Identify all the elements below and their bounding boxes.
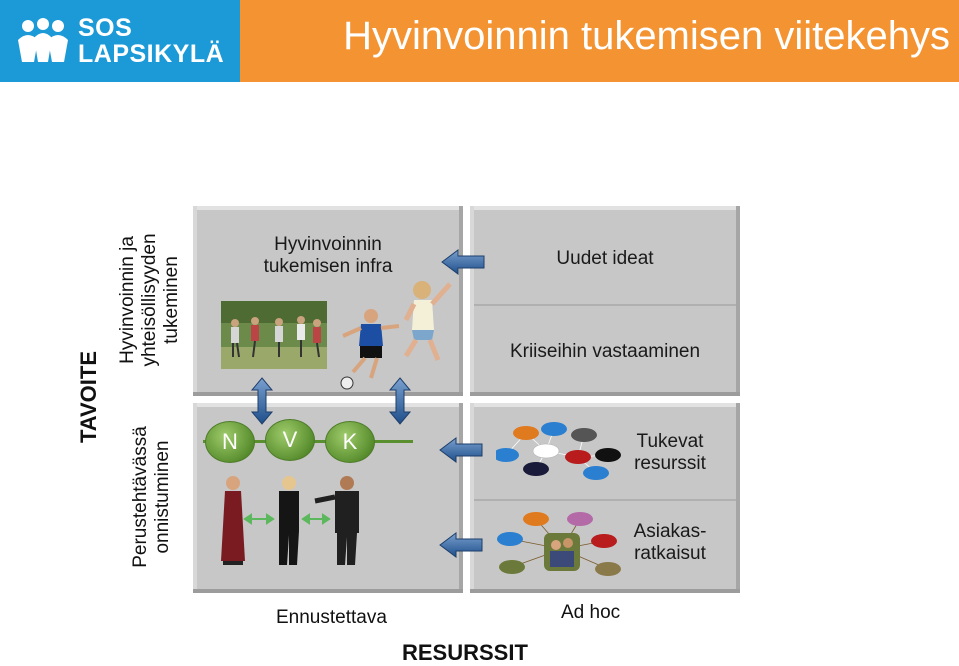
supporting-resources-label: Tukevat resurssit <box>634 431 706 474</box>
panel-bottom-left: N V K <box>193 403 463 593</box>
x-axis-right-label: Ad hoc <box>561 602 621 623</box>
circle-k: K <box>325 421 375 463</box>
arrow-vertical-right-icon <box>388 377 412 425</box>
children-photo-image <box>221 301 327 369</box>
logo-text-sos: SOS <box>78 14 133 42</box>
arrow-left-top-icon <box>441 249 485 275</box>
infra-title: Hyvinvoinnin tukemisen infra <box>263 234 393 277</box>
resource-network-top-image <box>496 422 621 480</box>
circle-v: V <box>265 419 315 461</box>
panel-top-left: Hyvinvoinnin tukemisen infra <box>193 206 463 396</box>
panel-top-right: Uudet ideat Kriiseihin vastaaminen <box>470 206 740 396</box>
person-woman-1 <box>221 476 245 565</box>
staff-people-image <box>221 476 359 565</box>
new-ideas-label: Uudet ideat <box>556 248 654 269</box>
person-woman-2 <box>279 476 299 565</box>
client-solutions-label: Asiakas-ratkaisut <box>633 521 707 564</box>
arrow-left-bottom-icon <box>439 532 483 558</box>
panel-divider-2 <box>474 499 736 501</box>
x-axis-label: RESURSSIT <box>402 640 528 665</box>
jumping-girl-image <box>403 281 452 361</box>
x-axis-left-label: Ennustettava <box>276 607 387 628</box>
logo-text-lapsikyla: LAPSIKYLÄ <box>78 40 225 68</box>
logo-box: SOS LAPSIKYLÄ <box>0 0 240 82</box>
person-man <box>314 476 359 565</box>
crisis-response-label: Kriiseihin vastaaminen <box>509 341 701 362</box>
resource-network-bottom-image <box>497 512 621 576</box>
arrow-vertical-left-icon <box>250 377 274 425</box>
panel-bottom-right: Tukevat resurssit Asiakas-ratkaisut <box>470 403 740 593</box>
soccer-player-image <box>340 309 400 390</box>
title-bar <box>240 0 959 82</box>
sos-children-logo-icon <box>18 18 68 62</box>
page-title: Hyvinvoinnin tukemisen viitekehys <box>343 14 950 58</box>
circle-n: N <box>205 421 255 463</box>
panel-divider <box>474 304 736 306</box>
arrow-left-middle-icon <box>439 437 483 463</box>
